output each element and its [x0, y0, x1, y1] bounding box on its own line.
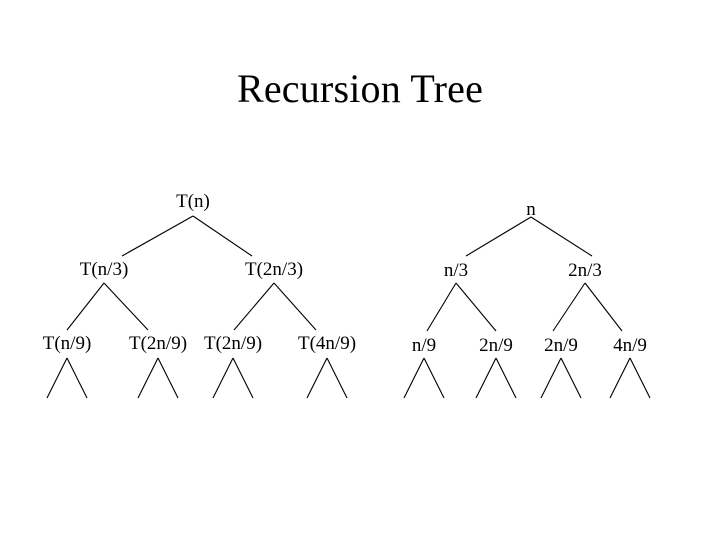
right-tree-edges: [403, 216, 651, 399]
tree-stub-edge: [46, 357, 68, 399]
tree-stub-edge: [540, 357, 562, 399]
tree-stub-edge: [232, 357, 254, 399]
tree-node-label: n/3: [443, 260, 469, 281]
tree-edge: [455, 282, 497, 332]
tree-stub-edge: [66, 357, 88, 399]
tree-node-label: 4n/9: [613, 335, 647, 356]
tree-stub-edge: [560, 357, 582, 399]
tree-node-label: 2n/9: [544, 335, 578, 356]
tree-edge: [66, 282, 105, 331]
tree-stub-edge: [403, 357, 425, 399]
tree-stub-edge: [609, 357, 631, 399]
left-tree-edges: [46, 215, 348, 399]
tree-stub-edge: [495, 357, 517, 399]
tree-stub-edge: [326, 357, 348, 399]
tree-node-label: n: [526, 199, 536, 220]
tree-edge: [465, 216, 532, 257]
tree-edge: [552, 282, 586, 332]
tree-stub-edge: [423, 357, 445, 399]
tree-edge: [192, 215, 253, 257]
page-title: Recursion Tree: [236, 66, 484, 111]
tree-node-label: T(n/9): [42, 333, 92, 354]
tree-edge: [426, 282, 457, 332]
tree-node-label: T(2n/9): [203, 333, 263, 354]
tree-node-label: T(n): [176, 191, 210, 212]
tree-edge: [121, 215, 194, 257]
tree-stub-edge: [157, 357, 179, 399]
tree-edge: [584, 282, 623, 332]
tree-stub-edge: [475, 357, 497, 399]
tree-node-label: 2n/3: [568, 260, 602, 281]
tree-stub-edge: [306, 357, 328, 399]
tree-edge: [233, 282, 275, 331]
tree-node-label: T(2n/9): [128, 333, 188, 354]
tree-edge: [103, 282, 149, 331]
tree-stub-edge: [212, 357, 234, 399]
tree-node-label: T(2n/3): [244, 259, 304, 280]
tree-edge: [530, 216, 593, 257]
tree-node-label: n/9: [411, 335, 437, 356]
tree-stub-edge: [137, 357, 159, 399]
tree-node-label: 2n/9: [479, 335, 513, 356]
tree-stub-edge: [629, 357, 651, 399]
tree-node-label: T(4n/9): [297, 333, 357, 354]
tree-node-label: T(n/3): [79, 259, 129, 280]
tree-edge: [273, 282, 317, 331]
